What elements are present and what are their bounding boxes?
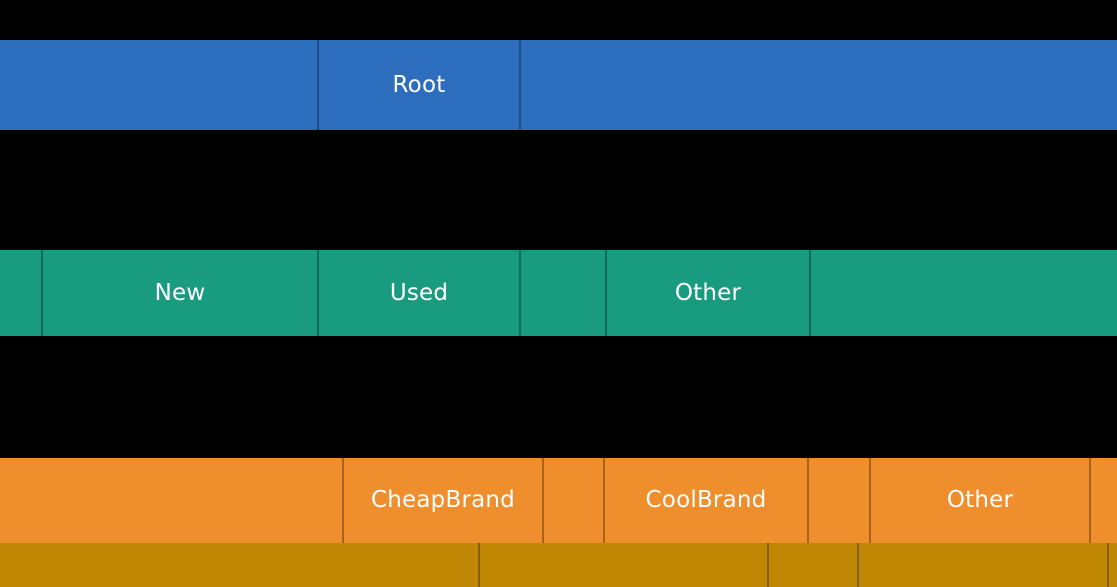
icicle-node-used[interactable]: Used <box>318 250 520 336</box>
icicle-node-cheapbrand[interactable]: CheapBrand <box>343 458 543 543</box>
icicle-node-root[interactable]: Root <box>318 40 520 130</box>
icicle-node-other[interactable]: Other <box>606 250 810 336</box>
icicle-node-leaf-4[interactable] <box>1108 543 1117 587</box>
icicle-node-root-2[interactable] <box>520 40 1117 130</box>
icicle-node-label: CheapBrand <box>371 487 515 513</box>
icicle-node-leaf-1[interactable] <box>479 543 768 587</box>
icicle-node-brand-4[interactable] <box>808 458 870 543</box>
icicle-node-root-0[interactable] <box>0 40 318 130</box>
icicle-node-brand-6[interactable] <box>1090 458 1117 543</box>
icicle-level-brand: CheapBrand CoolBrand Other <box>0 458 1117 543</box>
icicle-node-label: CoolBrand <box>645 487 767 513</box>
icicle-level-condition: New Used Other <box>0 250 1117 336</box>
icicle-node-other[interactable]: Other <box>870 458 1090 543</box>
icicle-node-brand-0[interactable] <box>0 458 343 543</box>
icicle-node-leaf-3[interactable] <box>858 543 1108 587</box>
icicle-node-new[interactable]: New <box>42 250 318 336</box>
icicle-node-label: Root <box>392 71 446 98</box>
icicle-node-label: Used <box>389 279 449 306</box>
icicle-node-condition-0[interactable] <box>0 250 42 336</box>
icicle-node-label: New <box>154 279 206 306</box>
icicle-node-leaf-0[interactable] <box>0 543 479 587</box>
icicle-node-label: Other <box>946 487 1014 513</box>
icicle-node-label: Other <box>674 279 742 306</box>
icicle-level-root: Root <box>0 40 1117 130</box>
icicle-node-condition-5[interactable] <box>810 250 1117 336</box>
icicle-level-leaf <box>0 543 1117 587</box>
icicle-node-coolbrand[interactable]: CoolBrand <box>604 458 808 543</box>
icicle-node-condition-3[interactable] <box>520 250 606 336</box>
icicle-node-leaf-2[interactable] <box>768 543 858 587</box>
icicle-node-brand-2[interactable] <box>543 458 604 543</box>
